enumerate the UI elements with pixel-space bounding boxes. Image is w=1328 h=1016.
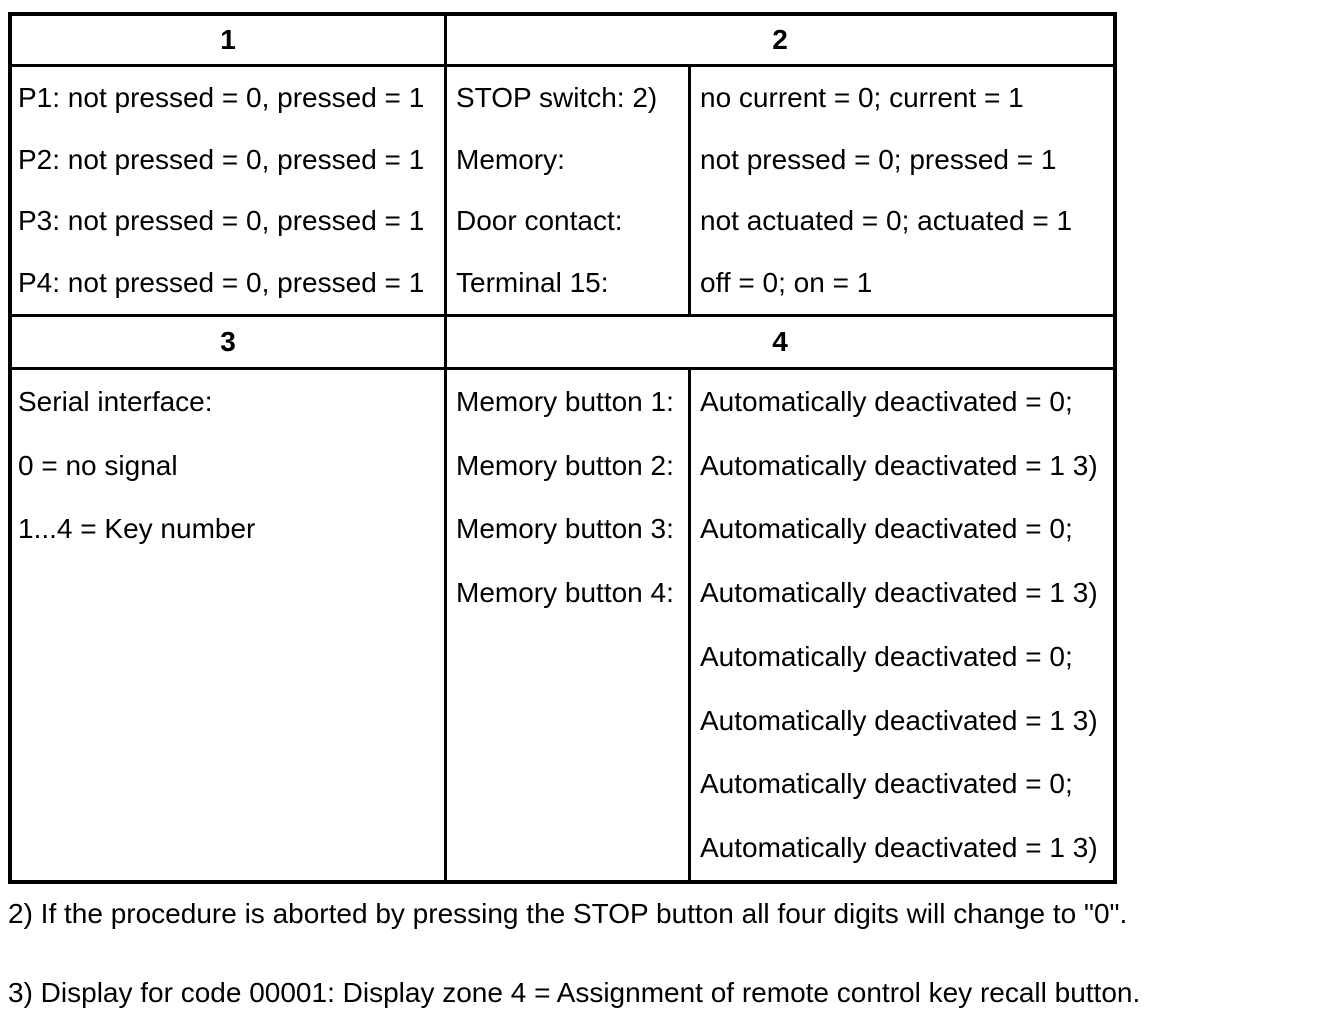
zone3-row-empty [12, 561, 444, 625]
zone3-row: Serial interface: [18, 385, 213, 417]
zone4-row-value: Automatically deactivated = 0; [700, 640, 1073, 672]
zone4-label-column: Memory button 1: Memory button 2: Memory… [447, 370, 688, 880]
zone2-header: 2 [447, 16, 1113, 64]
footnote-2: 2) If the procedure is aborted by pressi… [8, 898, 1128, 929]
zone2-row-value: not actuated = 0; actuated = 1 [700, 205, 1073, 237]
zone4-row-label [447, 689, 688, 753]
zone3-header: 3 [12, 317, 444, 367]
zone4-header: 4 [447, 317, 1113, 367]
zone2-row-label: Terminal 15: [456, 267, 609, 299]
zone4-row-value: Automatically deactivated = 1 3) [700, 449, 1098, 481]
zone1-header: 1 [12, 16, 444, 64]
footnote-3: 3) Display for code 00001: Display zone … [8, 977, 1141, 1008]
zone3-row-empty [12, 689, 444, 753]
zone3-row-empty [12, 816, 444, 880]
zone2-row-label: Door contact: [456, 205, 623, 237]
zone4-row-label: Memory button 3: [456, 513, 674, 545]
zone1-row: P4: not pressed = 0, pressed = 1 [18, 267, 425, 299]
zone4-row-value: Automatically deactivated = 1 3) [700, 577, 1098, 609]
zone2-row-value: no current = 0; current = 1 [700, 81, 1024, 113]
zone4-row-label: Memory button 4: [456, 577, 674, 609]
zone2-row-value: not pressed = 0; pressed = 1 [700, 143, 1057, 175]
zone1-row: P2: not pressed = 0, pressed = 1 [18, 143, 425, 175]
zone4-row-value: Automatically deactivated = 1 3) [700, 704, 1098, 736]
zone1-row: P3: not pressed = 0, pressed = 1 [18, 205, 425, 237]
zone2-value-column: no current = 0; current = 1 not pressed … [691, 67, 1113, 314]
zone3-row: 1...4 = Key number [18, 513, 256, 545]
zone4-row-label: Memory button 1: [456, 385, 674, 417]
zone2-row-label: Memory: [456, 143, 565, 175]
display-zone-signal-table: 1 2 P1: not pressed = 0, pressed = 1 P2:… [8, 12, 1117, 884]
zone3-row-empty [12, 625, 444, 689]
zone4-row-value: Automatically deactivated = 1 3) [700, 832, 1098, 864]
zone3-body: Serial interface: 0 = no signal 1...4 = … [12, 370, 444, 880]
zone1-row: P1: not pressed = 0, pressed = 1 [18, 81, 425, 113]
zone3-row-empty [12, 753, 444, 817]
zone4-row-label [447, 816, 688, 880]
zone1-body: P1: not pressed = 0, pressed = 1 P2: not… [12, 67, 444, 314]
zone4-row-value: Automatically deactivated = 0; [700, 513, 1073, 545]
zone4-row-value: Automatically deactivated = 0; [700, 385, 1073, 417]
zone2-row-value: off = 0; on = 1 [700, 267, 873, 299]
zone4-value-column: Automatically deactivated = 0; Automatic… [691, 370, 1113, 880]
zone2-label-column: STOP switch: 2) Memory: Door contact: Te… [447, 67, 688, 314]
zone3-row: 0 = no signal [18, 449, 178, 481]
zone4-row-label [447, 625, 688, 689]
zone4-row-value: Automatically deactivated = 0; [700, 768, 1073, 800]
zone2-row-label: STOP switch: 2) [456, 81, 658, 113]
zone4-row-label [447, 753, 688, 817]
zone4-row-label: Memory button 2: [456, 449, 674, 481]
